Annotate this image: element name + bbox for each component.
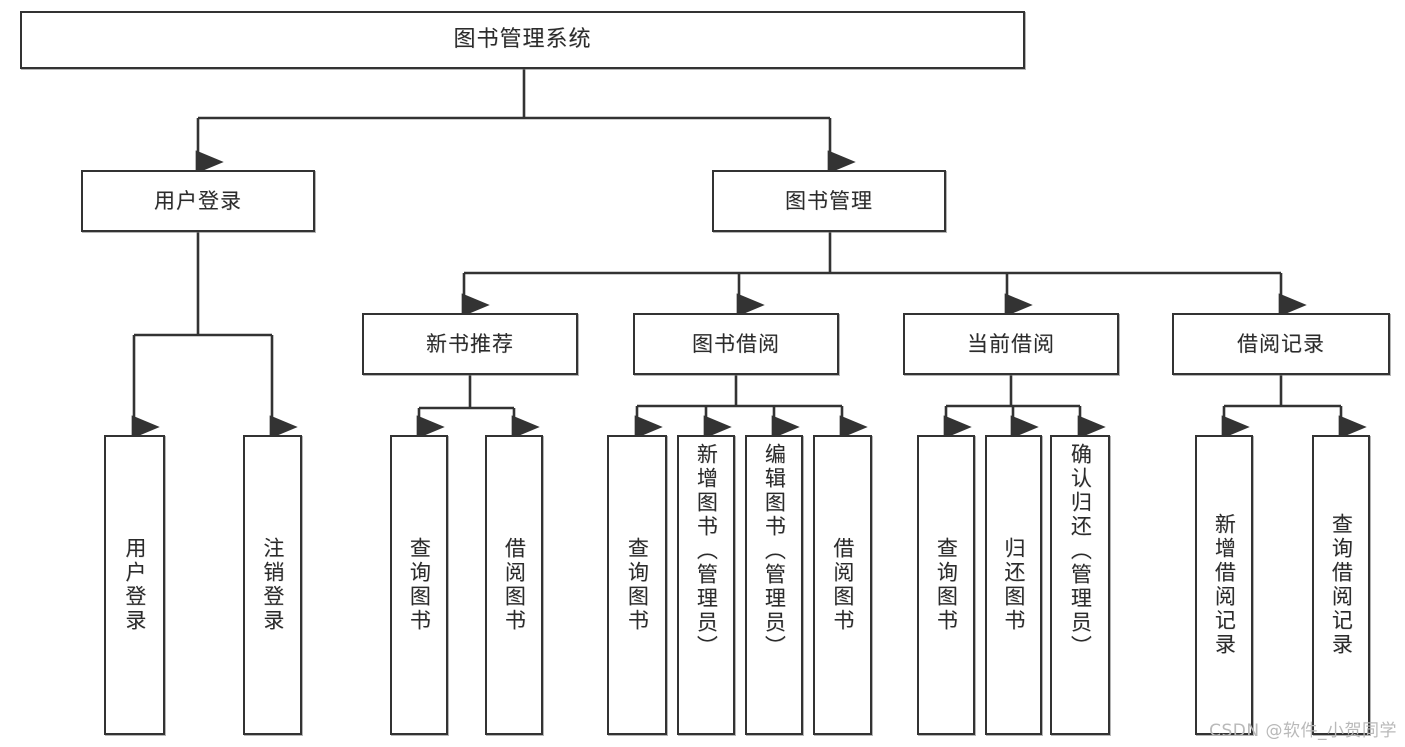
node-label: 查询图书 <box>625 537 650 633</box>
leaf-add-book-admin[interactable]: 新增图书（管理员） <box>677 435 735 735</box>
leaf-edit-book-admin[interactable]: 编辑图书（管理员） <box>745 435 803 735</box>
node-label: 新书推荐 <box>426 331 514 356</box>
node-label: 查询借阅记录 <box>1329 513 1354 657</box>
leaf-borrow-book[interactable]: 借阅图书 <box>813 435 872 735</box>
node-label: 新增图书（管理员） <box>694 443 719 659</box>
node-user-login[interactable]: 用户登录 <box>81 170 315 232</box>
node-label: 查询图书 <box>934 537 959 633</box>
node-new-book-recommend[interactable]: 新书推荐 <box>362 313 578 375</box>
leaf-query-book-recommend[interactable]: 查询图书 <box>390 435 448 735</box>
node-label: 借阅图书 <box>830 537 855 633</box>
node-label: 新增借阅记录 <box>1212 513 1237 657</box>
node-label: 当前借阅 <box>967 331 1055 356</box>
node-borrow-record[interactable]: 借阅记录 <box>1172 313 1390 375</box>
leaf-query-book-borrow[interactable]: 查询图书 <box>607 435 667 735</box>
leaf-borrow-book-recommend[interactable]: 借阅图书 <box>485 435 543 735</box>
leaf-query-book-current[interactable]: 查询图书 <box>917 435 975 735</box>
node-label: 用户登录 <box>154 188 242 213</box>
leaf-query-borrow-record[interactable]: 查询借阅记录 <box>1312 435 1370 735</box>
node-label: 图书借阅 <box>692 331 780 356</box>
node-label: 注销登录 <box>260 537 285 633</box>
node-label: 用户登录 <box>122 537 147 633</box>
node-label: 借阅记录 <box>1237 331 1325 356</box>
node-label: 确认归还（管理员） <box>1068 443 1093 659</box>
node-label: 借阅图书 <box>502 537 527 633</box>
node-label: 图书管理系统 <box>453 27 592 53</box>
node-label: 查询图书 <box>407 537 432 633</box>
node-label: 归还图书 <box>1001 537 1026 633</box>
node-root-system[interactable]: 图书管理系统 <box>20 11 1025 69</box>
node-book-borrow[interactable]: 图书借阅 <box>633 313 839 375</box>
leaf-user-login[interactable]: 用户登录 <box>104 435 165 735</box>
node-book-manage[interactable]: 图书管理 <box>712 170 946 232</box>
csdn-watermark: CSDN @软件_小贺同学 <box>1209 721 1397 741</box>
leaf-add-borrow-record[interactable]: 新增借阅记录 <box>1195 435 1253 735</box>
node-current-borrow[interactable]: 当前借阅 <box>903 313 1119 375</box>
node-label: 编辑图书（管理员） <box>762 443 787 659</box>
leaf-return-book[interactable]: 归还图书 <box>985 435 1042 735</box>
leaf-user-logout[interactable]: 注销登录 <box>243 435 302 735</box>
leaf-confirm-return-admin[interactable]: 确认归还（管理员） <box>1050 435 1110 735</box>
node-label: 图书管理 <box>785 188 873 213</box>
